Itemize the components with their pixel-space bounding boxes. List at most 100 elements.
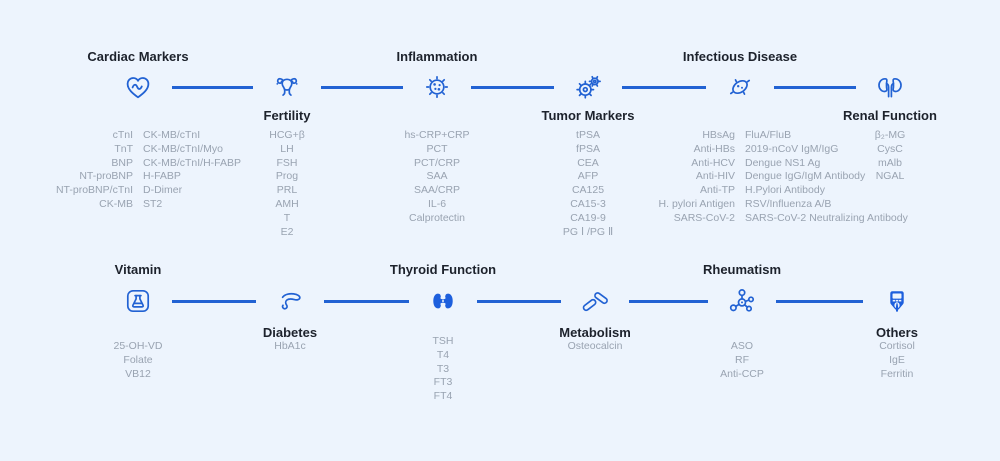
list-item: T: [283, 211, 291, 224]
category-title-vitamin: Vitamin: [114, 262, 162, 277]
list-item: NGAL: [875, 170, 905, 183]
list-item: H-FABP: [143, 170, 181, 183]
molecule-icon: [729, 289, 755, 312]
list-item: PRL: [276, 184, 298, 197]
marker-list-metabolism: Osteocalcin: [485, 340, 705, 354]
list-item: Anti-TP: [699, 184, 735, 197]
list-item: LH: [280, 142, 294, 155]
list-item: PCT/CRP: [413, 156, 461, 169]
category-title-renal-function: Renal Function: [843, 108, 937, 123]
node-rheumatism: [708, 278, 776, 324]
list-item: Anti-HCV: [691, 156, 735, 169]
node-metabolism: [561, 278, 629, 324]
list-item: T4: [436, 348, 450, 361]
list-item: IL-6: [427, 197, 447, 210]
timeline-line-bottom: [138, 300, 897, 303]
list-item: PG Ⅰ /PG Ⅱ: [562, 225, 614, 238]
category-title-metabolism: Metabolism: [559, 325, 631, 340]
node-infectious-disease: [706, 64, 774, 110]
list-item: 2019-nCoV IgM/IgG: [745, 142, 839, 155]
list-item: tPSA: [576, 129, 600, 141]
category-title-cardiac-markers: Cardiac Markers: [87, 49, 189, 64]
list-item: NT-proBNP: [79, 170, 133, 183]
list-item: SAA/CRP: [413, 184, 461, 197]
list-item: AFP: [577, 170, 599, 183]
list-item: CysC: [877, 142, 903, 155]
pancreas-icon: [281, 292, 301, 310]
bacteria-icon: [729, 79, 751, 95]
list-item: T3: [436, 362, 450, 375]
list-item: CA15-3: [570, 197, 606, 210]
list-item: 25-OH-VD: [113, 340, 163, 352]
list-item: fPSA: [576, 142, 600, 155]
category-title-inflammation: Inflammation: [396, 49, 478, 64]
category-title-infectious-disease: Infectious Disease: [682, 49, 798, 64]
node-cardiac-markers: [104, 64, 172, 110]
list-item: CA19-9: [570, 211, 606, 224]
list-item: β₂-MG: [874, 129, 906, 141]
list-item: D-Dimer: [143, 184, 183, 197]
list-item: Cortisol: [879, 340, 915, 352]
category-title-fertility: Fertility: [263, 108, 311, 123]
list-item: HbA1c: [274, 340, 306, 352]
list-item: Prog: [275, 170, 299, 183]
list-item: Osteocalcin: [567, 340, 623, 352]
list-item: hs-CRP+CRP: [404, 129, 470, 141]
list-item: CA125: [571, 184, 605, 197]
category-title-diabetes: Diabetes: [262, 325, 318, 340]
node-inflammation: [403, 64, 471, 110]
flask-icon: [126, 289, 150, 313]
list-item: H.Pylori Antibody: [745, 184, 825, 197]
list-item: AMH: [275, 197, 299, 210]
list-item: Anti-CCP: [720, 367, 764, 380]
node-others: [863, 278, 931, 324]
list-item: NT-proBNP/cTnI: [55, 184, 133, 197]
uterus-icon: [276, 77, 298, 96]
list-item: TnT: [114, 142, 133, 155]
list-item: FT4: [433, 390, 453, 403]
node-renal-function: [856, 64, 924, 110]
heart-pulse-icon: [126, 77, 150, 99]
list-item: RSV/Influenza A/B: [745, 197, 832, 210]
list-item: FT3: [433, 376, 453, 389]
node-vitamin: [104, 278, 172, 324]
category-title-others: Others: [876, 325, 918, 340]
list-item: CK-MB: [99, 197, 133, 210]
list-item: HCG+β: [269, 129, 305, 141]
bone-joint-icon: [582, 292, 608, 312]
list-item: RF: [735, 353, 749, 366]
list-item: Dengue IgG/IgM Antibody: [745, 170, 866, 183]
list-item: cTnI: [112, 129, 133, 141]
category-title-thyroid-function: Thyroid Function: [389, 262, 497, 277]
kidneys-icon: [878, 77, 902, 98]
list-item: SARS-CoV-2: [673, 211, 735, 224]
gears-icon: [576, 75, 601, 99]
node-fertility: [253, 64, 321, 110]
category-title-rheumatism: Rheumatism: [702, 262, 782, 277]
list-item: Ferritin: [880, 367, 914, 380]
list-item: Folate: [123, 353, 153, 366]
list-item: FluA/FluB: [745, 129, 792, 141]
list-item: CK-MB/cTnI/Myo: [143, 142, 223, 155]
list-item: Dengue NS1 Ag: [745, 156, 821, 169]
list-item: PCT: [426, 142, 448, 155]
node-thyroid-function: [409, 278, 477, 324]
list-item: VB12: [125, 367, 151, 380]
list-item: CK-MB/cTnI: [143, 129, 201, 141]
list-item: H. pylori Antigen: [658, 197, 735, 210]
node-diabetes: [256, 278, 324, 324]
node-tumor-markers: [554, 64, 622, 110]
